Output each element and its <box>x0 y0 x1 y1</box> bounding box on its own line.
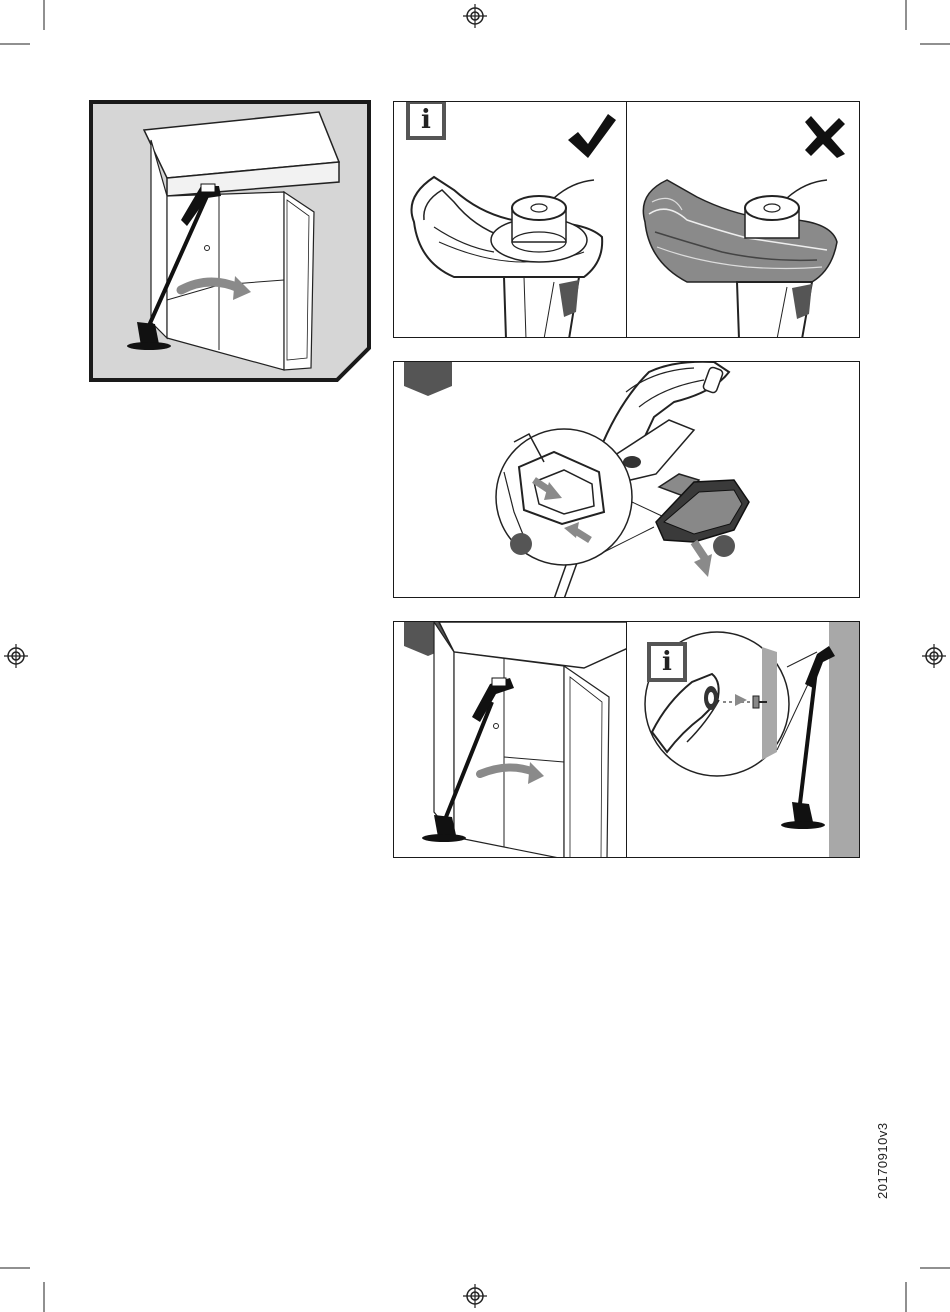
info-icon: i <box>647 642 687 682</box>
info-icon: i <box>406 101 446 140</box>
info-incorrect-panel <box>626 101 860 338</box>
info-correct-panel: i <box>393 101 627 338</box>
battery-removal-panel <box>393 361 860 598</box>
wall-hang-panel: i <box>626 621 860 858</box>
cross-icon <box>803 114 847 158</box>
stow-cabinet-panel <box>393 621 627 858</box>
checkmark-icon <box>566 112 618 160</box>
version-code: 20170910v3 <box>875 1109 895 1199</box>
step-marker-icon <box>404 362 452 396</box>
storage-panel <box>89 100 371 382</box>
